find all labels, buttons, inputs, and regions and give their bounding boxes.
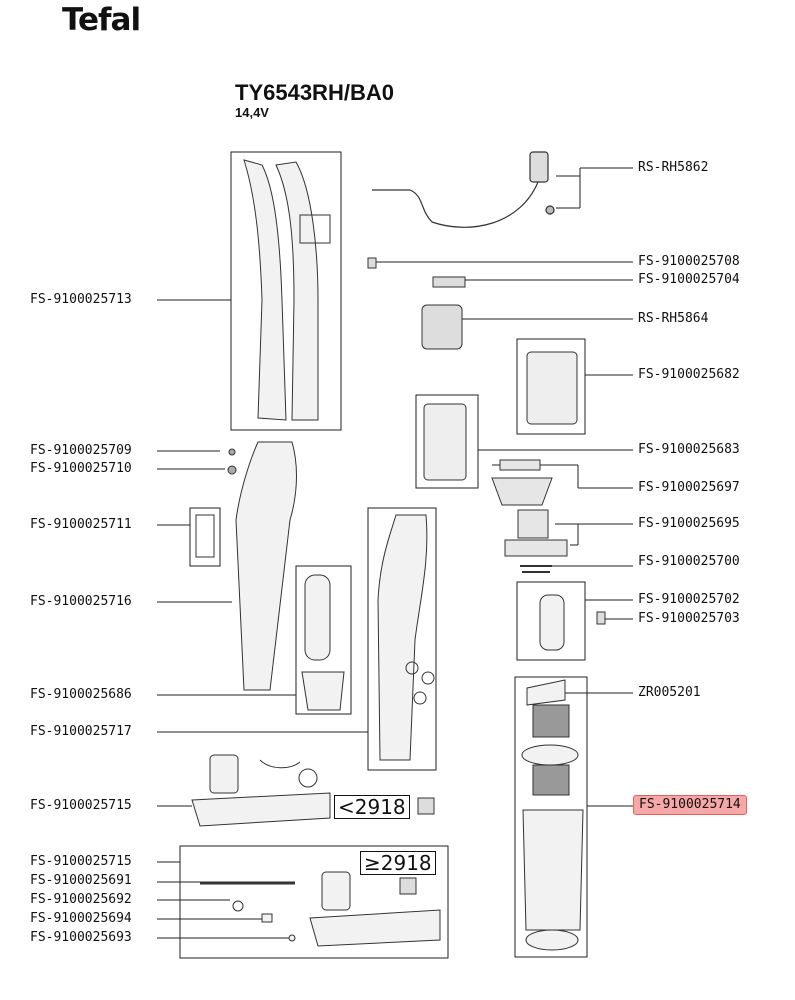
part-label: FS-9100025704	[638, 272, 740, 287]
part-label: FS-9100025692	[30, 892, 132, 907]
handle-shell-icon	[243, 159, 331, 421]
body-part-box	[367, 507, 437, 771]
part-label: FS-9100025715	[30, 798, 132, 813]
nozzle-new-icon	[200, 871, 441, 947]
button-icon	[432, 276, 466, 288]
part-label: FS-9100025694	[30, 911, 132, 926]
circuit-box	[516, 581, 586, 661]
part-label: FS-9100025703	[638, 611, 740, 626]
main-body-icon	[195, 441, 297, 691]
part-label: RS-RH5862	[638, 160, 709, 175]
handle-box	[230, 151, 342, 431]
brand-logo: Tefal	[62, 2, 141, 38]
part-label: FS-9100025693	[30, 930, 132, 945]
part-label: FS-9100025695	[638, 516, 740, 531]
battery-pack-icon	[421, 304, 463, 350]
part-label: FS-9100025710	[30, 461, 132, 476]
part-label: FS-9100025711	[30, 517, 132, 532]
grid-icon	[399, 877, 417, 895]
part-label: FS-9100025717	[30, 724, 132, 739]
version-old-label: <2918	[334, 795, 410, 819]
highlighted-part-label[interactable]: FS-9100025714	[633, 795, 747, 815]
filter-cone-icon	[491, 477, 553, 506]
tube-icon	[301, 574, 345, 711]
version-new-label: ≥2918	[360, 851, 436, 875]
part-label: FS-9100025715	[30, 854, 132, 869]
motor-filter-icon	[517, 509, 549, 539]
tube-part-box	[295, 565, 352, 715]
part-label: FS-9100025708	[638, 254, 740, 269]
part-label: FS-9100025683	[638, 442, 740, 457]
nozzle-new-box	[179, 845, 449, 959]
dust-bin-box	[514, 676, 588, 958]
part-label: FS-9100025700	[638, 554, 740, 569]
battery-box	[516, 338, 586, 435]
filter-frame-icon	[504, 539, 568, 557]
small-parts-box	[189, 507, 221, 567]
motor-housing-icon	[423, 403, 467, 481]
part-label: FS-9100025682	[638, 367, 740, 382]
battery-holder-icon	[526, 351, 578, 425]
model-title: TY6543RH/BA0	[235, 80, 394, 105]
filter-ring-icon	[499, 459, 541, 471]
part-label: FS-9100025709	[30, 443, 132, 458]
part-label: FS-9100025691	[30, 873, 132, 888]
part-label: FS-9100025713	[30, 292, 132, 307]
part-label: FS-9100025697	[638, 480, 740, 495]
grid-icon	[417, 797, 435, 815]
part-label: RS-RH5864	[638, 311, 709, 326]
charger-icon	[372, 151, 555, 228]
nozzle-old-icon	[191, 754, 331, 827]
part-label: FS-9100025702	[638, 592, 740, 607]
switch-icon	[367, 257, 377, 269]
body-frame-icon	[377, 514, 435, 761]
circuit-icon	[539, 594, 606, 651]
part-label: FS-9100025716	[30, 594, 132, 609]
motor-box	[415, 394, 479, 489]
part-label: ZR005201	[638, 685, 701, 700]
part-label: FS-9100025686	[30, 687, 132, 702]
voltage-label: 14,4V	[235, 105, 269, 120]
dust-bin-icon	[521, 679, 584, 951]
